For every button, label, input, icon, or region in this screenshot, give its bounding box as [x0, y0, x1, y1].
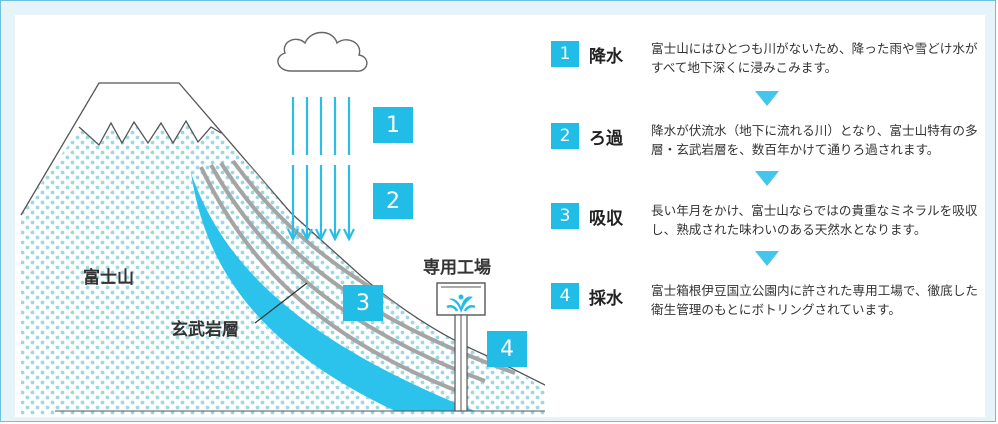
step-description: 富士箱根伊豆国立公園内に許された専用工場で、徹底した衛生管理のもとにボトリングさ… — [651, 283, 978, 317]
rain-arrows — [287, 165, 355, 242]
cloud-icon — [277, 31, 368, 72]
rain-lines — [291, 97, 351, 155]
step-2: 2 ろ過 降水が伏流水（地下に流れる川）となり、富士山特有の多層・玄武岩層を、数… — [551, 121, 981, 165]
diagram-number-3: 3 — [343, 285, 383, 321]
step-number-badge: 4 — [551, 283, 579, 309]
diagram-number-4: 4 — [487, 331, 527, 367]
diagram-number-1: 1 — [373, 107, 413, 143]
step-title: 降水 — [589, 47, 623, 67]
fuji-water-diagram — [20, 31, 545, 415]
factory-label: 専用工場 — [423, 258, 491, 278]
step-description: 長い年月をかけ、富士山ならではの貴重なミネラルを吸収し、熟成された味わいのある天… — [651, 203, 978, 237]
step-title: ろ過 — [589, 129, 623, 149]
step-description: 富士山にはひとつも川がないため、降った雨や雪どけ水がすべて地下深くに浸みこみます… — [651, 41, 978, 75]
step-3: 3 吸収 長い年月をかけ、富士山ならではの貴重なミネラルを吸収し、熟成された味わ… — [551, 201, 981, 245]
diagram-number-2: 2 — [373, 183, 413, 219]
snow-line — [78, 119, 222, 147]
step-number-badge: 2 — [551, 123, 579, 149]
basalt-leader-line — [254, 282, 308, 324]
step-number-badge: 3 — [551, 203, 579, 229]
mountain-label: 富士山 — [83, 268, 134, 288]
step-4: 4 採水 富士箱根伊豆国立公園内に許された専用工場で、徹底した衛生管理のもとにボ… — [551, 281, 981, 325]
mountain-outline — [20, 82, 545, 386]
underground-stream — [191, 173, 475, 411]
factory-icon — [436, 282, 486, 412]
step-title: 吸収 — [589, 209, 623, 229]
step-title: 採水 — [589, 289, 623, 309]
down-arrow-icon — [755, 171, 779, 186]
snow-cap — [33, 83, 221, 195]
down-arrow-icon — [755, 91, 779, 106]
step-1: 1 降水 富士山にはひとつも川がないため、降った雨や雪どけ水がすべて地下深くに浸… — [551, 39, 981, 83]
down-arrow-icon — [755, 251, 779, 266]
content-panel: 富士山 玄武岩層 専用工場 1 2 3 4 1 降水 富士山にはひとつも川がない… — [15, 15, 985, 417]
basalt-label: 玄武岩層 — [171, 320, 239, 340]
step-description: 降水が伏流水（地下に流れる川）となり、富士山特有の多層・玄武岩層を、数百年かけて… — [651, 123, 978, 157]
step-number-badge: 1 — [551, 41, 579, 67]
